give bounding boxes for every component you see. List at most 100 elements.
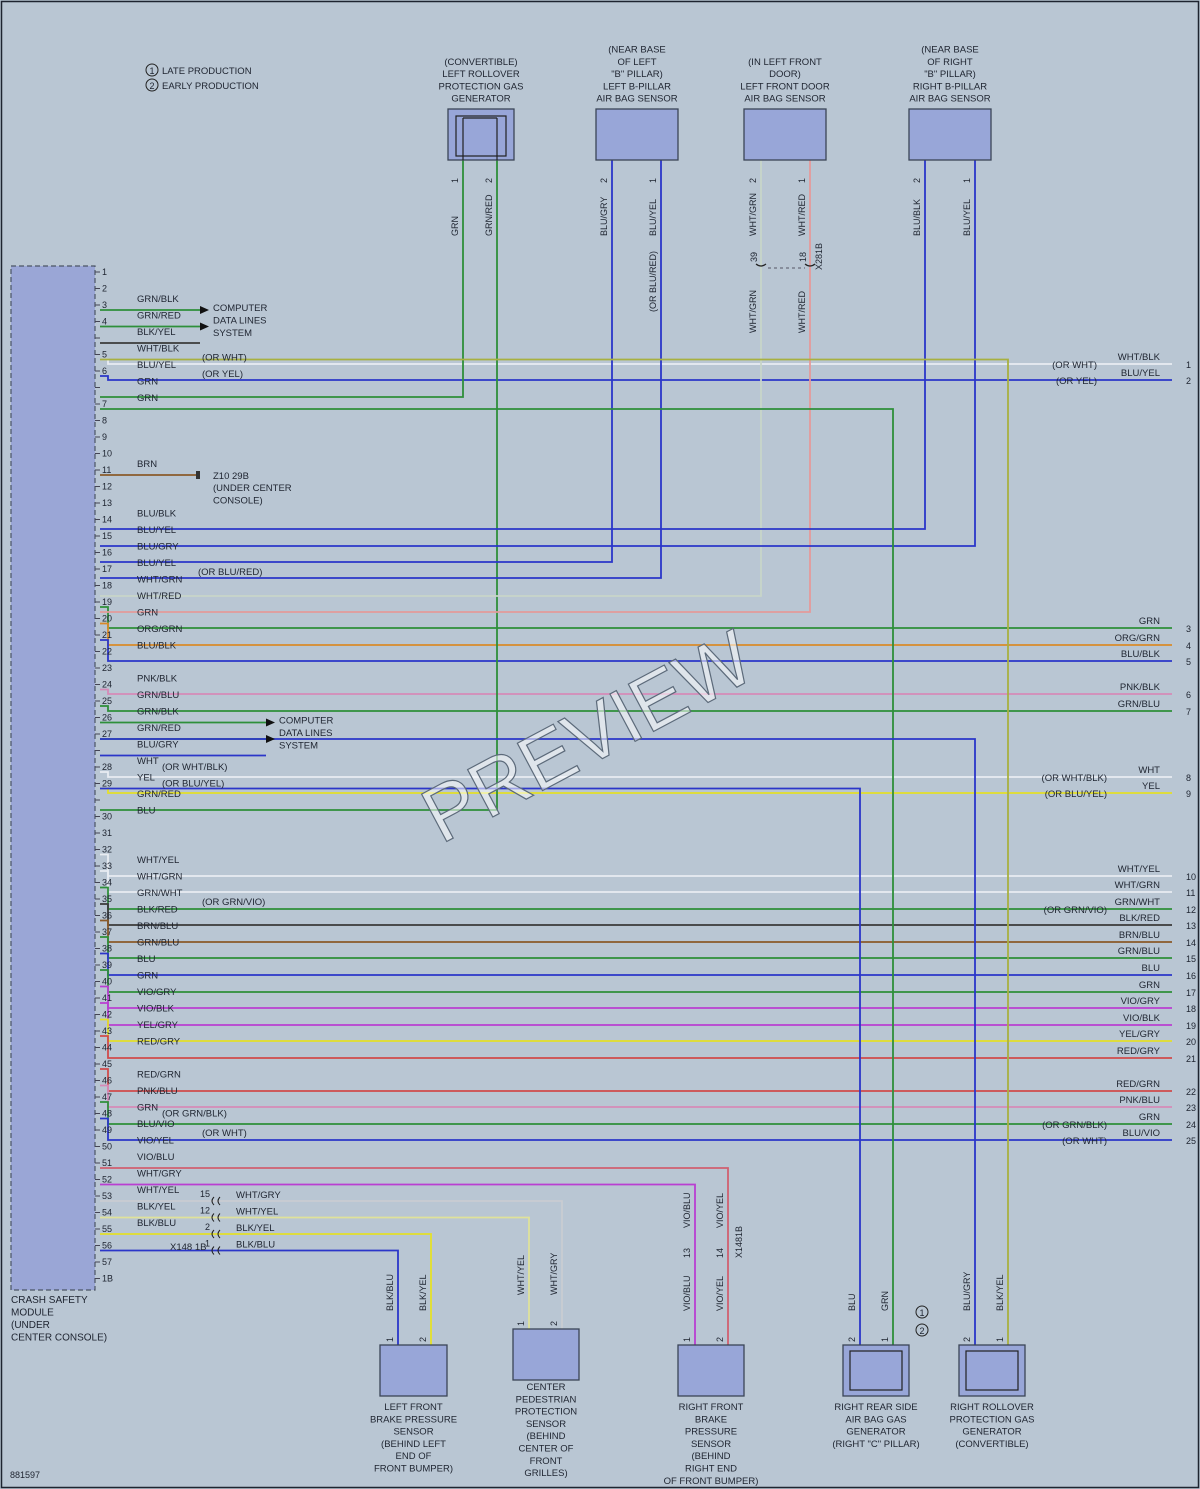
module-pin-number: 13 [102,498,112,508]
top-component-pin: 1 [797,178,807,183]
module-wire-alt: (OR WHT) [202,1128,247,1139]
right-wire-label: GRN/WHT [1115,897,1161,908]
right-pin-number: 24 [1186,1120,1196,1130]
module-wire-label: BLU/GRY [137,542,179,553]
module-wire-label: YEL [137,773,155,784]
wire-blu-vio [100,1117,1172,1141]
module-pin-number: 47 [102,1092,112,1102]
right-pin-number: 17 [1186,988,1196,998]
watermark: PREVIEW [408,613,767,860]
wire-blk-red [100,903,1172,926]
wire-wht-yel [100,853,1172,877]
module-pin-number: 56 [102,1241,112,1251]
module-pin-number: 35 [102,894,112,904]
right-wire-label: RED/GRN [1116,1079,1160,1090]
wire-blu-yel [100,375,1172,381]
module-wire-label: GRN/RED [137,723,181,734]
wire-grn-wht [100,886,1172,910]
right-wire-label: YEL [1142,781,1160,792]
module-pin-number: 55 [102,1224,112,1234]
module-pin-number: 8 [102,416,107,426]
module-wire-label: VIO/GRY [137,987,177,998]
legend-text: EARLY PRODUCTION [162,81,259,92]
module-pin-number: 19 [102,597,112,607]
connector-symbol [211,1229,221,1239]
ground-connector [196,471,200,479]
bottom-component-title: AIR BAG GAS [845,1414,906,1425]
ground-note: (UNDER CENTER [213,483,292,494]
right-wire-alt: (OR WHT) [1052,360,1097,371]
legend-number: 2 [149,81,154,91]
top-component-wire-label: GRN [450,216,460,236]
wire-red-grn [100,1068,1172,1092]
module-wire-alt: (OR YEL) [202,369,243,380]
wire-brake-right-vioblu [100,1183,696,1345]
bottom-component-pin: 2 [715,1337,725,1342]
bottom-component-title: CENTER OF [519,1444,574,1455]
right-pin-number: 1 [1186,360,1191,370]
bottom-component-wire-label: BLK/YEL [995,1274,1005,1311]
module-wire-label: BLU/BLK [137,509,177,520]
module-wire-alt: (OR BLU/RED) [198,567,262,578]
module-pin-number: 38 [102,944,112,954]
right-pin-number: 10 [1186,872,1196,882]
wire-brn-blu [100,919,1172,943]
module-wire-label: BLU/GRY [137,740,179,751]
module-pin-number: 23 [102,663,112,673]
connector-symbol [755,263,816,267]
module-wire-label: BLK/RED [137,905,178,916]
right-wire-label: PNK/BLU [1119,1095,1160,1106]
top-component-title: DOOR) [769,69,801,80]
bottom-component-title: (CONVERTIBLE) [955,1439,1028,1450]
module-label: (UNDER [11,1320,50,1331]
lower-connector-wire-label: WHT/GRY [236,1190,281,1201]
top-component-pin: 1 [648,178,658,183]
wire-rearside-blu [100,787,861,1345]
wire-grn [100,969,1172,993]
bottom-component-rollover-right [958,1344,1026,1397]
computer-data-lines-lower-arrow [266,735,275,743]
module-pin-number: 48 [102,1109,112,1119]
squib-symbol [455,115,507,157]
crash-safety-module-body [10,265,96,1291]
module-wire-label: YEL/GRY [137,1020,179,1031]
module-wire-label: BRN [137,459,157,470]
right-wire-label: BLU/BLK [1121,649,1161,660]
module-wire-label: VIO/YEL [137,1136,174,1147]
bottom-component-title: FRONT BUMPER) [374,1464,453,1475]
bottom-component-brake-right [677,1344,745,1397]
connector-wire-label: WHT/RED [797,291,807,333]
right-wire-alt: (OR GRN/BLK) [1042,1120,1107,1131]
top-component-wire-label: WHT/RED [797,194,807,236]
module-pin-number: 20 [102,614,112,624]
module-wire-label: GRN [137,1103,158,1114]
right-pin-number: 7 [1186,707,1191,717]
connector-wire-label: VIO/BLU [682,1192,692,1228]
wire-ped-whtyel [100,1216,530,1329]
module-pin-number: 2 [102,284,107,294]
wire-pnk-blu [100,1084,1172,1108]
module-wire-label: GRN [137,393,158,404]
right-wire-label: ORG/GRN [1115,633,1161,644]
module-pin-number: 21 [102,630,112,640]
bottom-component-pin: 2 [418,1337,428,1342]
module-wire-label: GRN/BLK [137,294,179,305]
top-component-wire-label: BLU/BLK [912,199,922,236]
wire-grn [100,606,1172,629]
wire-ped-whtgry [100,1200,563,1329]
wire-org-grn [100,622,1172,646]
module-pin-number: 1B [102,1274,113,1284]
bottom-component-title: BRAKE [695,1414,727,1425]
right-pin-number: 21 [1186,1054,1196,1064]
wire-rearside-grn [100,408,894,1345]
module-pin-number: 24 [102,680,112,690]
bottom-component-wire-label: BLK/BLU [385,1274,395,1311]
module-pin-number: 14 [102,515,112,525]
right-wire-label: BLK/RED [1119,913,1160,924]
bottom-component-pin: 1 [516,1321,526,1326]
module-wire-label: GRN/BLU [137,938,179,949]
module-wire-label: GRN/BLU [137,690,179,701]
top-component-title: (NEAR BASE [921,45,979,56]
